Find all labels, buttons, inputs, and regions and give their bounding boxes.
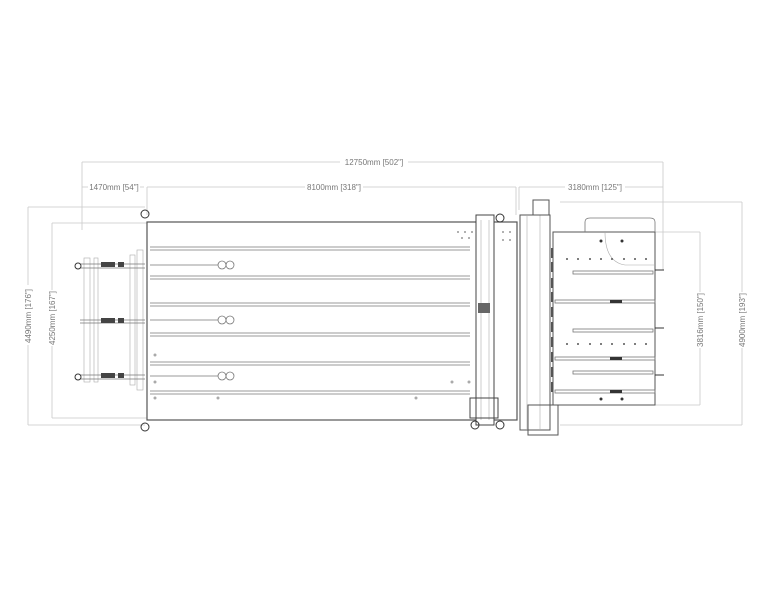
dimension-overall-width: 4490mm [176"] (22, 206, 145, 426)
unloader-overall-width-label: 4900mm [193"] (738, 293, 747, 347)
unloader-table-width-label: 3816mm [150"] (696, 293, 705, 347)
dimension-unloader-overall-width: 4900mm [193"] (560, 201, 748, 426)
air-float-markers (150, 260, 235, 381)
dimension-loader-length: 1470mm [54"] (82, 180, 144, 192)
unloading-table (519, 199, 664, 436)
overall-length-label: 12750mm [502"] (345, 158, 403, 167)
dimension-overall-length: 12750mm [502"] (81, 155, 664, 270)
dimension-table-width: 4250mm [167"] (46, 222, 147, 419)
dimension-table-length: 8100mm [318"] (146, 180, 517, 215)
table-casters (140, 209, 150, 432)
loading-arm-assembly (74, 249, 145, 391)
cutting-table (146, 221, 518, 421)
table-width-label: 4250mm [167"] (48, 291, 57, 345)
table-length-label: 8100mm [318"] (307, 183, 361, 192)
dimension-unloader-length: 3180mm [125"] (518, 180, 663, 210)
overall-width-label: 4490mm [176"] (24, 289, 33, 343)
dimension-unloader-table-width: 3816mm [150"] (655, 231, 706, 406)
loader-length-label: 1470mm [54"] (89, 183, 139, 192)
perforation-pattern (457, 231, 511, 241)
unloader-length-label: 3180mm [125"] (568, 183, 622, 192)
cutting-gantry (469, 213, 505, 430)
